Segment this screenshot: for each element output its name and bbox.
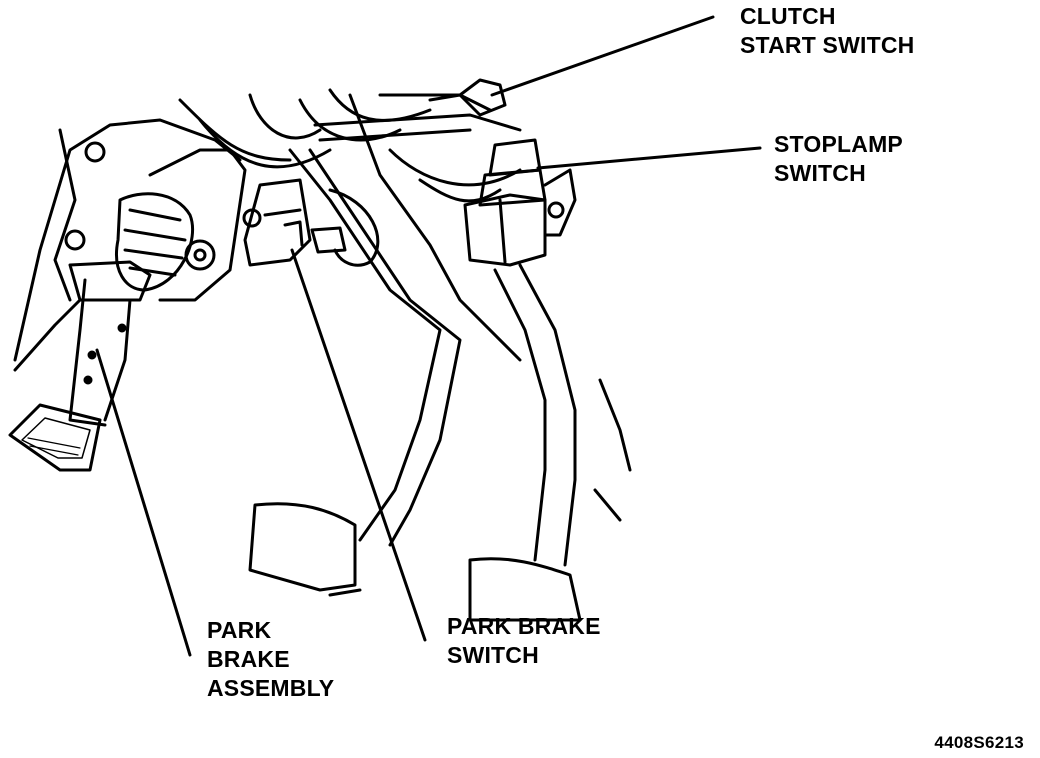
clutch-start-switch-line-2: START SWITCH (740, 32, 915, 58)
leader-park-brake-assembly (95, 348, 192, 657)
park-brake-assembly-line-2: BRAKE (207, 646, 290, 672)
clutch-start-switch-line-1: CLUTCH (740, 3, 836, 29)
clutch-start-switch-part (428, 78, 507, 117)
stoplamp-switch-part (463, 138, 577, 267)
leader-stoplamp-switch (536, 146, 762, 170)
park-brake-assembly-label: PARK BRAKE ASSEMBLY (207, 616, 334, 703)
park-brake-assembly-line-1: PARK (207, 617, 272, 643)
park-brake-assembly-line-3: ASSEMBLY (207, 675, 335, 701)
park-brake-pedal-pad (8, 403, 102, 472)
park-brake-switch-line-2: SWITCH (447, 642, 539, 668)
brake-pedal-arm (348, 93, 632, 622)
clutch-start-switch-label: CLUTCH START SWITCH (740, 2, 914, 60)
park-brake-switch-part (242, 178, 380, 267)
leader-clutch-start-switch (490, 15, 715, 97)
figure-code: 4408S6213 (934, 733, 1024, 752)
stoplamp-switch-line-1: STOPLAMP (774, 131, 903, 157)
park-brake-switch-line-1: PARK BRAKE (447, 613, 601, 639)
dash-outline (13, 118, 242, 372)
leader-park-brake-switch (290, 248, 427, 642)
park-brake-assembly (68, 148, 247, 427)
park-brake-switch-label: PARK BRAKE SWITCH (447, 612, 601, 670)
clutch-pedal-arm (248, 148, 462, 597)
wiring-harness (178, 88, 522, 203)
stoplamp-switch-label: STOPLAMP SWITCH (774, 130, 903, 188)
stoplamp-switch-line-2: SWITCH (774, 160, 866, 186)
